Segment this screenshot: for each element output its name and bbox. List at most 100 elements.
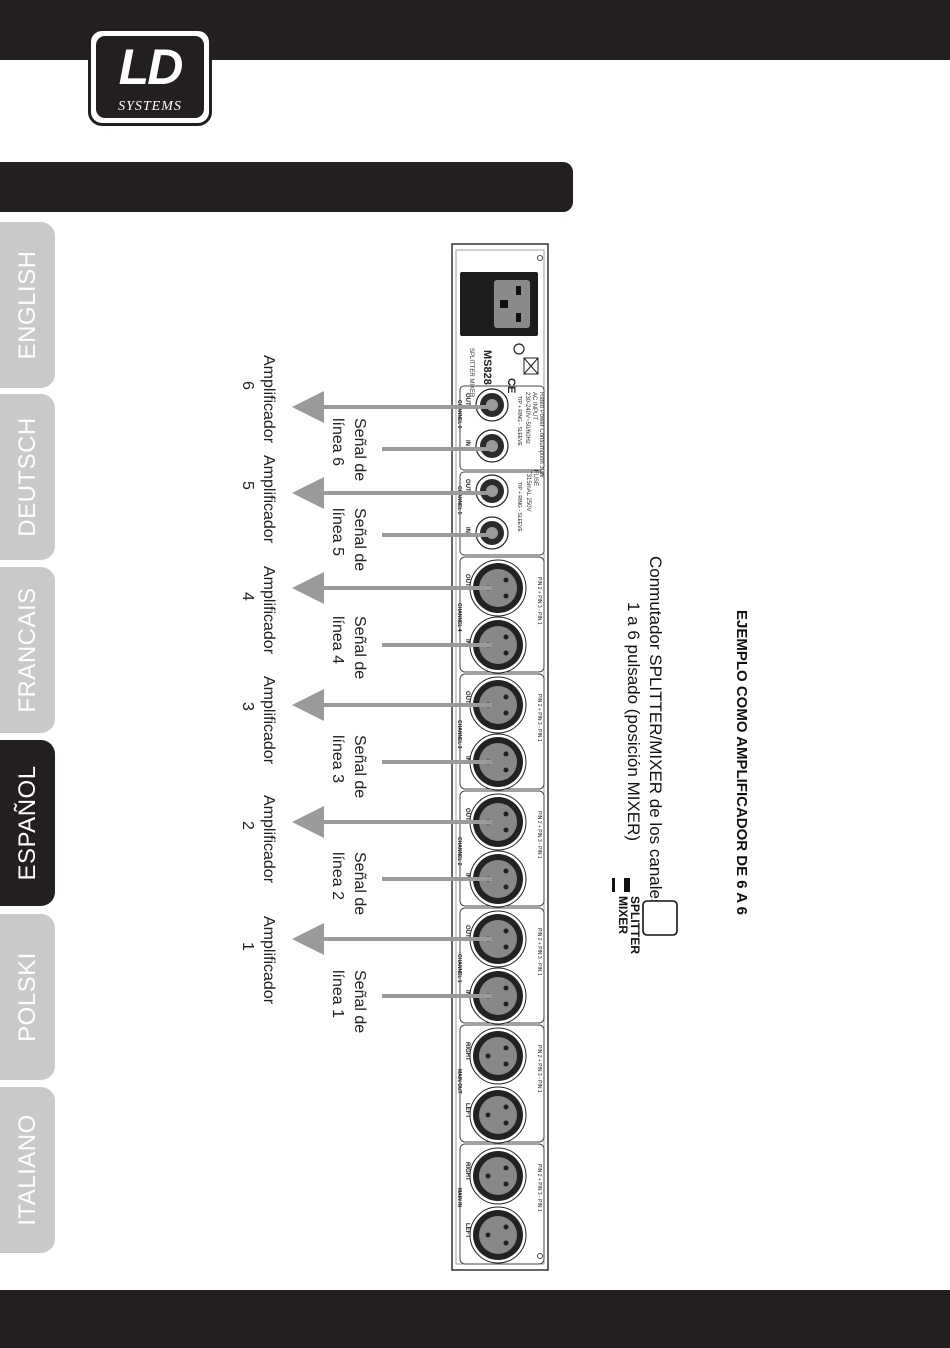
panel-model: MS828 [481,350,493,385]
xlr-right-connector-pin [503,1061,509,1067]
xlr-left-connector-face [479,1216,517,1254]
power-inlet-socket [494,280,530,328]
main-box [459,1143,545,1265]
amplifier-number: 4 [239,592,256,601]
amplifier-label: Amplificador [260,566,277,655]
right-label: RIGHT [464,1042,470,1061]
channel-box [459,471,545,556]
xlr-out-connector-pin [503,811,509,817]
line-signal-number: línea 2 [329,852,346,900]
amplifier-label: Amplificador [260,676,277,765]
xlr-right-connector-pin [503,1165,509,1171]
jack-out-label: OUT [464,479,470,492]
panel-fuse-rating: T315mAL 250V [525,470,531,511]
language-tab-español[interactable]: ESPAÑOL [0,740,55,906]
line-signal-number: línea 5 [329,508,346,556]
jack-legend: TIP + RING - SLEEVE [516,482,522,532]
xlr-right-connector-pin [485,1173,491,1179]
switch-icon [642,900,678,936]
bottom-bar [0,1290,950,1348]
xlr-out-connector-pin [503,710,509,716]
brand-logo: LD SYSTEMS [88,28,212,126]
power-switch-icon [513,343,525,355]
xlr-out-connector-pin [503,827,509,833]
xlr-in-label: IN [464,990,470,996]
language-tab-italiano[interactable]: ITALIANO [0,1087,55,1253]
language-tab-english[interactable]: ENGLISH [0,222,55,388]
line-signal-label: Señal de [351,418,368,481]
signal-arrows: Amplificador1Amplificador2Amplificador3A… [239,355,492,1033]
xlr-right-connector-pin [503,1181,509,1187]
weee-icon [523,357,539,375]
jack-out-label: OUT [464,393,470,406]
amplifier-label: Amplificador [260,455,277,544]
channel-label: CHANNEL 5 [456,486,462,515]
section-title: EJEMPLO COMO AMPLIFICADOR DE 6 A 6 [733,610,750,915]
xlr-left-connector-pin [503,1104,509,1110]
language-tab-francais[interactable]: FRANCAIS [0,567,55,733]
weee-cross-icon [523,357,539,375]
amplifier-number: 5 [239,481,256,490]
xlr-out-label: OUT [464,691,470,704]
panel-rated-power: Rated Power Consumption 10W [538,392,544,478]
xlr-out-connector-pin [503,928,509,934]
xlr-in-connector-pin [503,884,509,890]
pin-legend: PIN 2 + PIN 3 - PIN 1 [536,694,542,742]
jack-in-label: IN [464,440,470,446]
section-description-line1: Conmutador SPLITTER/MIXER de los canales [646,556,665,907]
xlr-out-label: OUT [464,574,470,587]
xlr-right-connector-face [479,1037,517,1075]
main-label: MAIN IN [456,1188,462,1208]
power-inlet-pin [516,286,521,295]
jack-legend: TIP + RING - SLEEVE [516,396,522,446]
xlr-right-connector-pin [485,1053,491,1059]
xlr-left-connector-pin [485,1232,491,1238]
xlr-in-connector-pin [503,751,509,757]
logo-badge: LD SYSTEMS [96,36,204,118]
language-tab-polski[interactable]: POLSKI [0,914,55,1080]
xlr-left-connector-pin [503,1120,509,1126]
line-signal-label: Señal de [351,508,368,571]
line-signal-number: línea 6 [329,418,346,466]
panel-subtitle: SPLITTER MIXER [468,348,474,398]
power-inlet-pin [516,313,521,322]
xlr-in-label: IN [464,873,470,879]
logo-sub-text: SYSTEMS [118,99,182,114]
right-label: RIGHT [464,1162,470,1181]
amplifier-number: 3 [239,702,256,711]
jack-in-label: IN [464,527,470,533]
pin-legend: PIN 2 + PIN 3 - PIN 1 [536,1164,542,1212]
channel-label: CHANNEL 3 [456,720,462,749]
xlr-out-connector-pin [503,694,509,700]
xlr-out-connector-pin [503,593,509,599]
channel-label: CHANNEL 2 [456,837,462,866]
xlr-right-connector-pin [503,1045,509,1051]
xlr-left-connector-pin [503,1240,509,1246]
channel-box [459,385,545,471]
xlr-in-connector-pin [503,1001,509,1007]
switch-splitter-label: SPLITTER [628,896,642,954]
panel-fuse: FUSE [532,470,538,486]
xlr-in-connector-pin [503,650,509,656]
amplifier-number: 1 [239,942,256,951]
xlr-left-connector-pin [485,1112,491,1118]
xlr-out-label: OUT [464,925,470,938]
pin-legend: PIN 2 + PIN 3 - PIN 1 [536,577,542,625]
xlr-left-connector-pin [503,1224,509,1230]
pin-legend: PIN 2 + PIN 3 - PIN 1 [536,811,542,859]
left-label: LEFT [464,1103,470,1118]
main-label: MAIN OUT [456,1069,462,1094]
left-label: LEFT [464,1223,470,1238]
amplifier-label: Amplificador [260,916,277,1005]
xlr-in-label: IN [464,639,470,645]
channel-label: CHANNEL 1 [456,954,462,983]
language-tab-deutsch[interactable]: DEUTSCH [0,394,55,560]
section-header-bar [0,162,573,212]
power-inlet-pin [500,300,508,308]
amplifier-number: 6 [239,381,256,390]
xlr-left-connector-face [479,1096,517,1134]
switch-mixer-label: MIXER [616,896,630,934]
channel-label: CHANNEL 4 [456,603,462,632]
